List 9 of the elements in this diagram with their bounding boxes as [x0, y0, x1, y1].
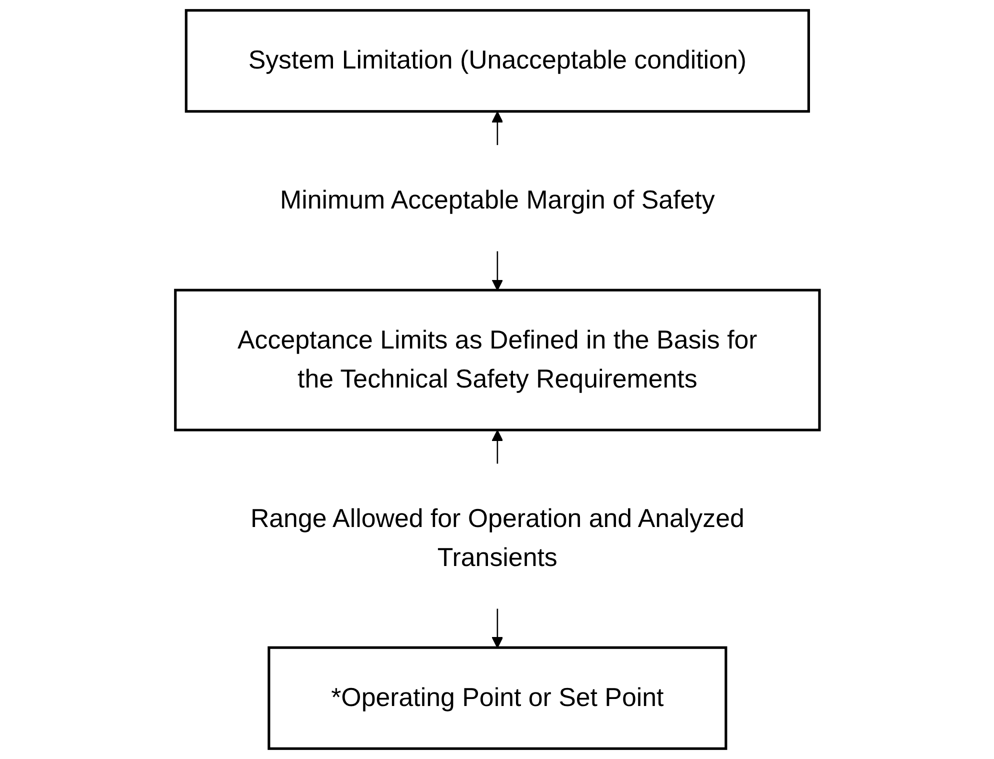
arrow: [491, 608, 503, 648]
arrow: [491, 111, 503, 146]
node-box: Acceptance Limits as Defined in the Basis for the Technical Safety Requirements: [174, 288, 820, 432]
node-text: Minimum Acceptable Margin of Safety: [280, 186, 714, 215]
arrow: [491, 251, 503, 291]
arrow: [491, 430, 503, 464]
node-box: System Limitation (Unacceptable condition): [184, 9, 810, 113]
node-box: *Operating Point or Set Point: [267, 646, 727, 750]
node-text: Range Allowed for Operation and Analyzed Transients: [250, 505, 744, 572]
